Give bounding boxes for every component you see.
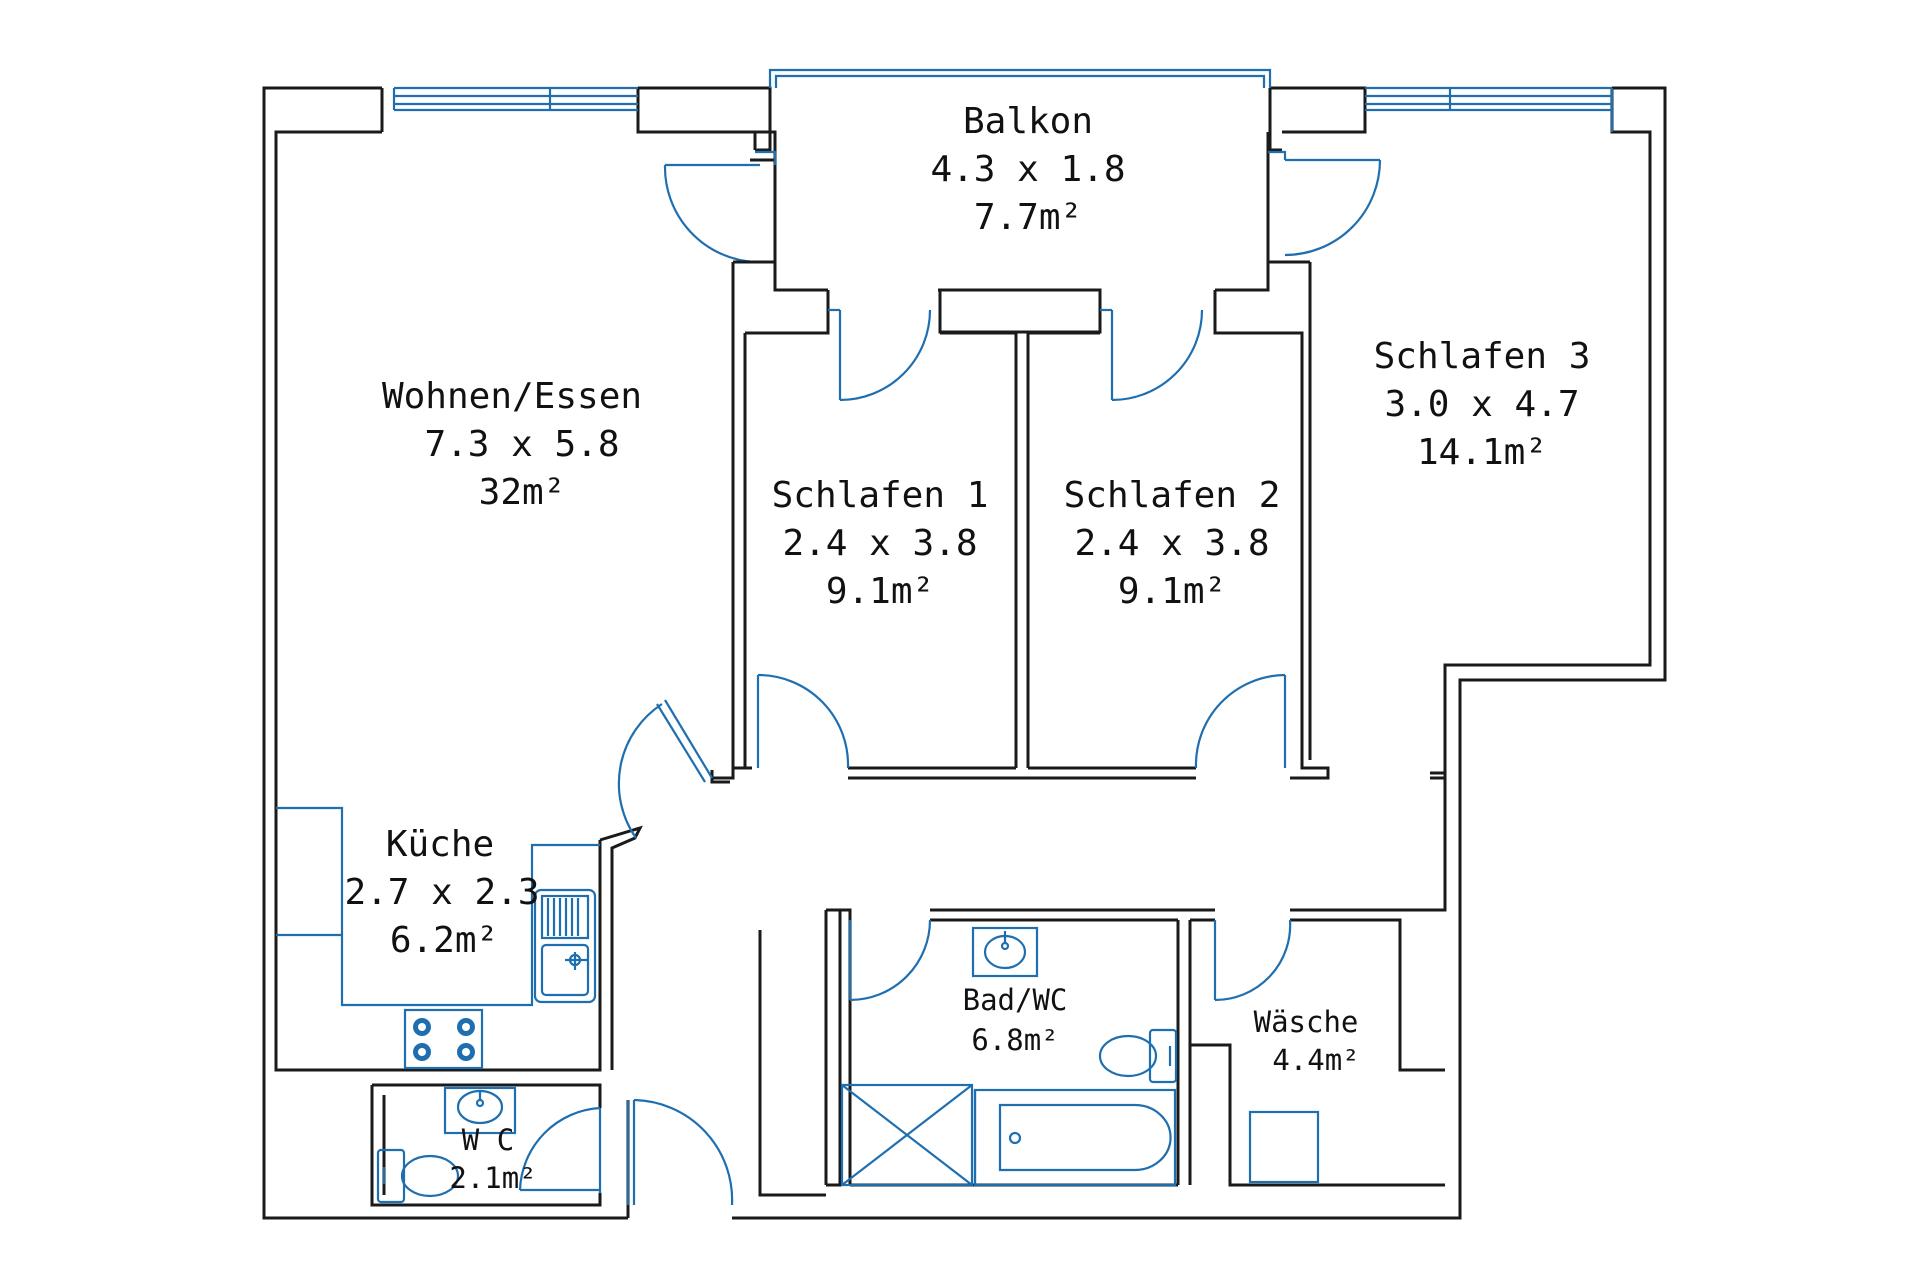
kitchen-counter <box>276 806 600 1007</box>
label-schlafen2: Schlafen 2 2.4 x 3.8 9.1m² <box>1064 475 1281 612</box>
label-schlafen3: Schlafen 3 3.0 x 4.7 14.1m² <box>1374 336 1591 473</box>
bad-name: Bad/WC <box>963 983 1068 1017</box>
wc-area: 2.1m² <box>449 1161 536 1195</box>
label-kueche: Küche 2.7 x 2.3 6.2m² <box>344 824 539 961</box>
schlafen2-name: Schlafen 2 <box>1064 475 1281 516</box>
wohnen-dims: 7.3 x 5.8 <box>424 424 619 465</box>
schlafen1-dims: 2.4 x 3.8 <box>782 523 977 564</box>
door-wc <box>518 1106 602 1193</box>
kueche-name: Küche <box>386 824 494 865</box>
schlafen2-area: 9.1m² <box>1118 571 1226 612</box>
schlafen3-name: Schlafen 3 <box>1374 336 1591 377</box>
bad-sink-icon <box>971 926 1039 978</box>
schlafen1-area: 9.1m² <box>826 571 934 612</box>
bad-toilet-icon <box>1098 1028 1178 1084</box>
label-wohnen: Wohnen/Essen 7.3 x 5.8 32m² <box>382 376 642 513</box>
kueche-dims: 2.7 x 2.3 <box>344 872 539 913</box>
schlafen3-dims: 3.0 x 4.7 <box>1384 384 1579 425</box>
schlafen3-area: 14.1m² <box>1417 432 1547 473</box>
door-balkon-right <box>1268 150 1382 257</box>
label-waesche: Wäsche 4.4m² <box>1254 1005 1360 1077</box>
window-wohnen <box>392 86 638 112</box>
door-entrance <box>626 1098 734 1206</box>
door-schlafen2-bottom <box>1194 673 1287 769</box>
bad-area: 6.8m² <box>971 1023 1058 1057</box>
balkon-dims: 4.3 x 1.8 <box>930 149 1125 190</box>
window-schlafen3 <box>1365 86 1614 132</box>
label-wc: W C 2.1m² <box>449 1123 536 1195</box>
wohnen-name: Wohnen/Essen <box>382 376 642 417</box>
stove-icon <box>403 1008 484 1070</box>
wc-sink-icon <box>443 1086 517 1135</box>
wohnen-area: 32m² <box>479 472 566 513</box>
waesche-name: Wäsche <box>1254 1005 1359 1039</box>
label-balkon: Balkon 4.3 x 1.8 7.7m² <box>930 101 1125 238</box>
door-waesche <box>1213 919 1292 1002</box>
balkon-area: 7.7m² <box>974 197 1082 238</box>
balkon-name: Balkon <box>963 101 1093 142</box>
door-bad <box>848 919 932 1002</box>
schlafen2-dims: 2.4 x 3.8 <box>1074 523 1269 564</box>
door-schlafen1-bottom <box>756 673 850 769</box>
wc-name: W C <box>462 1123 514 1157</box>
label-bad: Bad/WC 6.8m² <box>963 983 1068 1057</box>
label-schlafen1: Schlafen 1 2.4 x 3.8 9.1m² <box>772 475 989 612</box>
kueche-area: 6.2m² <box>390 920 498 961</box>
washing-machine-icon <box>1248 1110 1320 1184</box>
door-schlafen2 <box>1100 308 1204 402</box>
door-schlafen1 <box>828 308 932 402</box>
schlafen1-name: Schlafen 1 <box>772 475 989 516</box>
sink-icon <box>533 888 597 1004</box>
bathtub-icon <box>973 1088 1177 1187</box>
wc-toilet-icon <box>376 1148 460 1204</box>
waesche-area: 4.4m² <box>1272 1043 1359 1077</box>
door-balkon-left <box>663 150 777 264</box>
balcony-outline <box>750 68 1290 334</box>
door-kueche <box>617 699 713 839</box>
shower-tray-icon <box>840 1083 974 1187</box>
